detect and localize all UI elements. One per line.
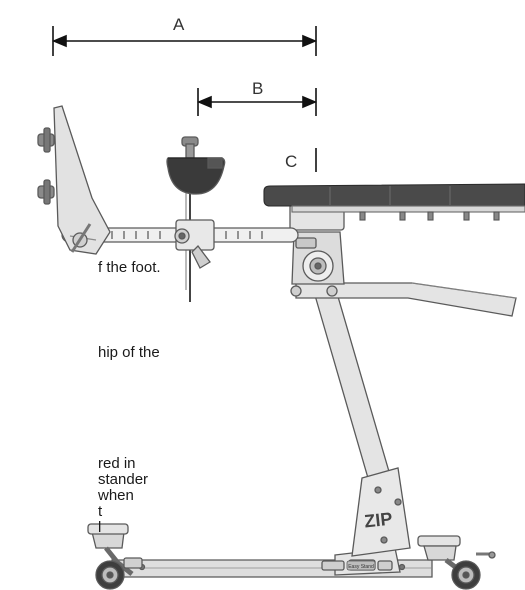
column — [311, 282, 411, 557]
handle-rail — [290, 282, 517, 317]
foot-plate — [37, 105, 111, 255]
dimension-a — [51, 26, 318, 56]
text-fragment: t — [98, 503, 103, 520]
left-caster — [87, 523, 143, 590]
upper-pad — [263, 183, 525, 221]
text-fragment: f the foot. — [98, 259, 161, 276]
dimension-b-label: B — [252, 79, 264, 98]
hip-joint — [289, 203, 345, 285]
stander-base — [111, 547, 433, 578]
text-fragment: when — [98, 487, 134, 504]
text-fragment: stander — [98, 471, 149, 488]
text-fragment: red in — [98, 455, 136, 472]
column-logo: ZIP — [363, 509, 393, 532]
right-caster — [417, 535, 496, 590]
dimension-a-label: A — [173, 15, 185, 34]
base-badge: Easy Stand — [348, 564, 374, 570]
text-fragment: l — [98, 519, 102, 536]
text-fragment: hip of the — [98, 344, 160, 361]
dimension-c-label: C — [285, 152, 298, 171]
dimension-b — [196, 88, 318, 116]
knee-pad-assembly — [166, 136, 226, 302]
